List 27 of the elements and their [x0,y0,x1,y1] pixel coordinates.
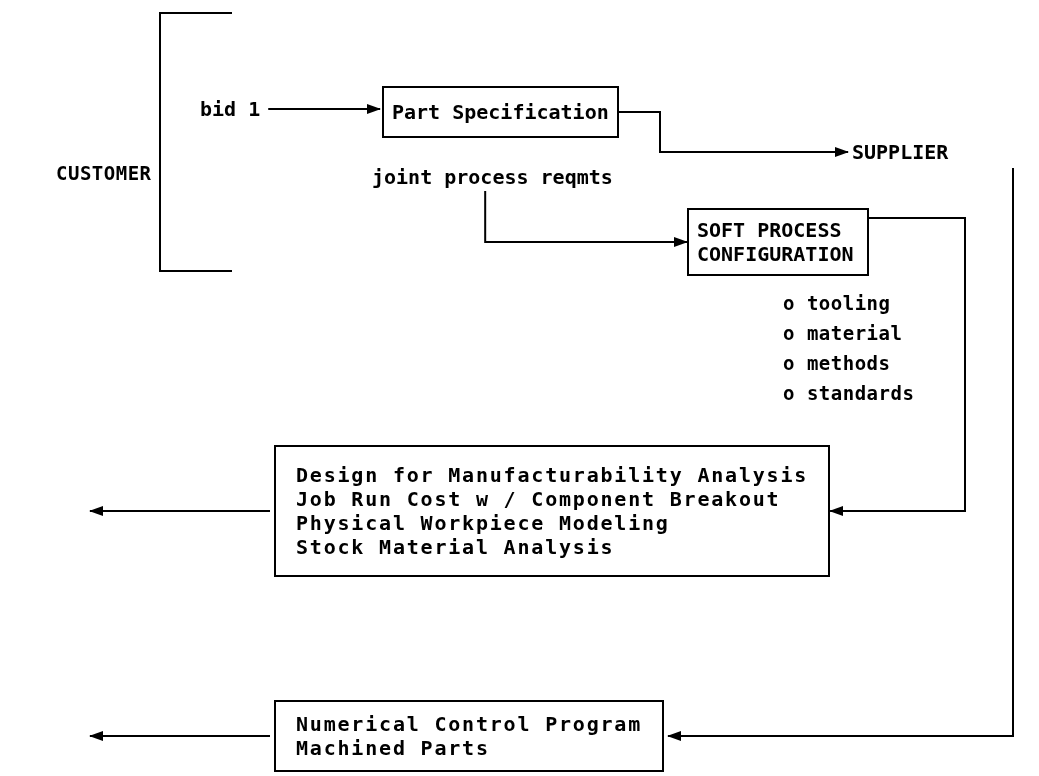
process-box [274,445,831,577]
box-text: Design for Manufacturability Analysis [296,463,809,487]
list-item: o tooling [783,292,891,314]
arrow [617,111,849,157]
box-text: Job Run Cost w / Component Breakout [296,487,782,511]
process-box [687,208,869,276]
list-item: o standards [783,382,915,404]
process-box [274,700,665,772]
process-box [382,86,619,138]
arrow [667,167,1014,741]
arrow [89,731,271,741]
node-text: bid 1 [200,97,261,121]
arrow [484,190,688,247]
node-text: SUPPLIER [852,140,949,164]
box-text: Physical Workpiece Modeling [296,511,671,535]
arrow [267,104,381,114]
box-text: Part Specification [392,100,609,124]
box-text: SOFT PROCESS CONFIGURATION [697,218,855,266]
box-text: Machined Parts [296,736,491,760]
node-text: joint process reqmts [372,165,613,189]
box-text: Stock Material Analysis [296,535,616,559]
party-label: CUSTOMER [56,162,152,184]
list-item: o methods [783,352,891,374]
box-text: Numerical Control Program [296,712,643,736]
arrow [89,506,271,516]
arrow [829,217,966,516]
list-item: o material [783,322,903,344]
